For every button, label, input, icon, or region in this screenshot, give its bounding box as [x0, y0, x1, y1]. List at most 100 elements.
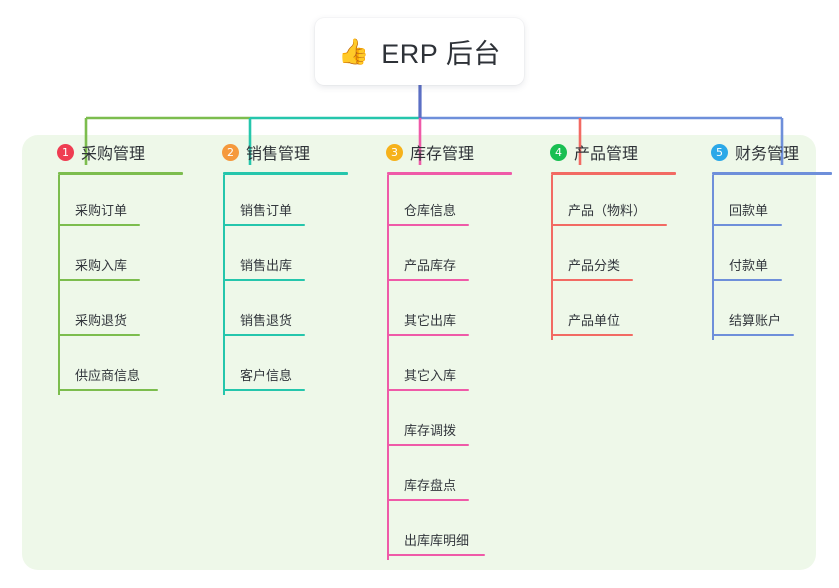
branch-item-label: 库存调拨 [404, 423, 457, 438]
branch-item-label: 其它入库 [404, 368, 457, 383]
branch-items-1: 采购订单采购入库采购退货供应商信息 [40, 175, 200, 395]
branch-item-label: 采购订单 [75, 203, 128, 218]
branch-item-rule [387, 334, 469, 336]
branch-header-rule [712, 172, 832, 175]
branch-title: 采购管理 [81, 146, 146, 163]
branch-item[interactable]: 产品分类 [533, 230, 698, 285]
branch-column-2: 2 销售管理销售订单销售出库销售退货客户信息 [205, 135, 365, 395]
branch-item[interactable]: 产品（物料） [533, 175, 698, 230]
branch-item[interactable]: 回款单 [694, 175, 819, 230]
branch-item-rule [712, 224, 782, 226]
branches-panel [22, 135, 816, 570]
branch-number-badge: 2 [222, 143, 239, 161]
branch-item-label: 销售出库 [240, 258, 293, 273]
branch-column-4: 4 产品管理产品（物料） 产品分类产品单位 [533, 135, 698, 340]
root-node-card[interactable]: 👍 ERP 后台 [315, 18, 524, 85]
branch-item-rule [387, 279, 469, 281]
branch-items-4: 产品（物料） 产品分类产品单位 [533, 175, 698, 340]
branch-header-rule [58, 172, 183, 175]
branch-item-label: 付款单 [729, 258, 769, 273]
branch-item-label: 仓库信息 [404, 203, 457, 218]
branch-item-rule [551, 224, 667, 226]
branch-item[interactable]: 销售出库 [205, 230, 365, 285]
branch-item[interactable]: 出库库明细 [369, 505, 534, 560]
branch-item[interactable]: 结算账户 [694, 285, 819, 340]
branch-item-rule [712, 334, 794, 336]
branch-number-badge: 5 [711, 143, 728, 161]
branch-number-badge: 4 [550, 143, 567, 161]
branch-item-rule [387, 444, 469, 446]
branch-header-1[interactable]: 1 采购管理 [40, 135, 200, 169]
branch-item-label: 销售退货 [240, 313, 293, 328]
branch-item[interactable]: 库存调拨 [369, 395, 534, 450]
branch-column-1: 1 采购管理采购订单采购入库采购退货供应商信息 [40, 135, 200, 395]
branch-item-rule [223, 334, 305, 336]
branch-header-3[interactable]: 3 库存管理 [369, 135, 534, 169]
branch-header-rule [551, 172, 676, 175]
branch-item-label: 产品单位 [568, 313, 621, 328]
branch-item[interactable]: 其它出库 [369, 285, 534, 340]
branch-column-3: 3 库存管理仓库信息产品库存其它出库其它入库库存调拨库存盘点出库库明细 [369, 135, 534, 560]
branch-item[interactable]: 采购退货 [40, 285, 200, 340]
branch-item[interactable]: 客户信息 [205, 340, 365, 395]
branch-number-badge: 3 [386, 143, 403, 161]
branch-item-label: 出库库明细 [404, 533, 470, 548]
branch-spine [551, 175, 553, 340]
branch-item-rule [387, 554, 485, 556]
branch-item[interactable]: 销售退货 [205, 285, 365, 340]
branch-item[interactable]: 付款单 [694, 230, 819, 285]
branch-item-rule [58, 389, 158, 391]
branch-item[interactable]: 仓库信息 [369, 175, 534, 230]
branch-item[interactable]: 采购订单 [40, 175, 200, 230]
branch-item-rule [58, 279, 140, 281]
root-node-title: ERP 后台 [381, 39, 501, 69]
branch-item-rule [551, 334, 633, 336]
branch-column-5: 5 财务管理回款单付款单结算账户 [694, 135, 832, 340]
branch-item-label: 采购退货 [75, 313, 128, 328]
branch-item[interactable]: 供应商信息 [40, 340, 200, 395]
branch-title: 财务管理 [735, 146, 800, 163]
branch-item-rule [551, 279, 633, 281]
branch-title: 库存管理 [410, 146, 475, 163]
branch-item-label: 结算账户 [729, 313, 782, 328]
branch-item-rule [387, 389, 469, 391]
branch-item-label: 客户信息 [240, 368, 293, 383]
branch-item-rule [387, 499, 469, 501]
branch-columns: 1 采购管理采购订单采购入库采购退货供应商信息 2 销售管理销售订单销售出库销售退货客… [22, 135, 832, 570]
branch-item-rule [387, 224, 469, 226]
branch-item-label: 供应商信息 [75, 368, 141, 383]
branch-item[interactable]: 产品单位 [533, 285, 698, 340]
branch-item-rule [58, 224, 140, 226]
branch-items-3: 仓库信息产品库存其它出库其它入库库存调拨库存盘点出库库明细 [369, 175, 534, 560]
branch-number-badge: 1 [57, 143, 74, 161]
branch-items-2: 销售订单销售出库销售退货客户信息 [205, 175, 365, 395]
branch-spine [712, 175, 714, 340]
branch-item[interactable]: 库存盘点 [369, 450, 534, 505]
branch-header-rule [223, 172, 348, 175]
thumbs-up-icon: 👍 [338, 38, 370, 66]
branch-item[interactable]: 采购入库 [40, 230, 200, 285]
branch-title: 销售管理 [246, 146, 311, 163]
branch-item-label: 库存盘点 [404, 478, 457, 493]
branch-item-label: 其它出库 [404, 313, 457, 328]
branch-item[interactable]: 销售订单 [205, 175, 365, 230]
branch-header-5[interactable]: 5 财务管理 [694, 135, 819, 169]
branch-item-label: 采购入库 [75, 258, 128, 273]
branch-items-5: 回款单付款单结算账户 [694, 175, 819, 340]
branch-item-label: 销售订单 [240, 203, 293, 218]
branch-item-rule [58, 334, 140, 336]
branch-item[interactable]: 产品库存 [369, 230, 534, 285]
branch-spine [58, 175, 60, 395]
branch-item-label: 产品（物料） [568, 203, 647, 218]
branch-item[interactable]: 其它入库 [369, 340, 534, 395]
branch-header-rule [387, 172, 512, 175]
branch-item-label: 回款单 [729, 203, 769, 218]
branch-title: 产品管理 [574, 146, 639, 163]
branch-item-rule [223, 279, 305, 281]
branch-header-4[interactable]: 4 产品管理 [533, 135, 698, 169]
branch-item-label: 产品库存 [404, 258, 457, 273]
branch-header-2[interactable]: 2 销售管理 [205, 135, 365, 169]
branch-item-rule [223, 389, 305, 391]
branch-item-rule [223, 224, 305, 226]
